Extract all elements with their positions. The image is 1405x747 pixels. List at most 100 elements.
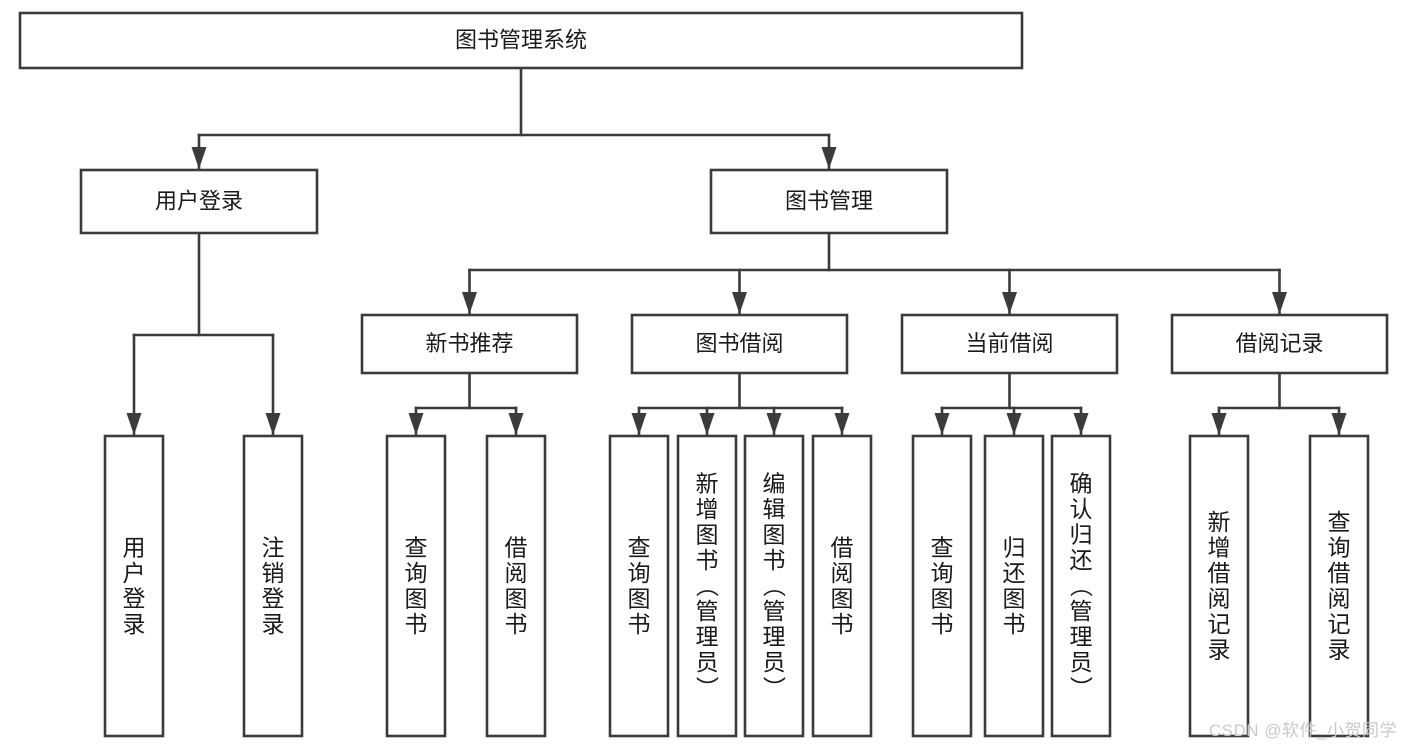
svg-text:图: 图 [763,522,786,548]
node-leaf-box-11[interactable] [1188,434,1250,738]
svg-text:借: 借 [1328,560,1351,586]
node-leaf-box-3[interactable] [485,434,547,738]
svg-text:理: 理 [763,624,786,650]
svg-text:查: 查 [931,534,954,560]
arrow-head-icon [508,413,524,435]
node-leaf-box-6[interactable] [743,434,805,738]
node-level1-box-1[interactable] [709,168,949,235]
svg-text:（: （ [694,574,720,597]
svg-text:借: 借 [1208,560,1231,586]
arrow-head-icon [1331,413,1347,435]
svg-text:（: （ [1068,574,1094,597]
node-leaf-box-7[interactable] [811,434,873,738]
svg-text:记: 记 [1328,611,1351,637]
svg-text:书: 书 [931,611,954,637]
svg-text:图: 图 [628,585,651,611]
node-leaf-box-5[interactable] [676,434,738,738]
svg-text:借: 借 [505,534,528,560]
svg-text:管: 管 [696,598,719,624]
svg-text:员: 员 [696,649,719,675]
svg-text:还: 还 [1070,547,1093,573]
node-layer: 图书管理系统用户登录图书管理新书推荐图书借阅当前借阅借阅记录用户登录注销登录查询… [18,11,1389,738]
svg-text:理: 理 [696,624,719,650]
node-leaf-box-8[interactable] [911,434,973,738]
arrow-head-icon [699,413,715,435]
node-level2-label-2: 当前借阅 [965,331,1053,356]
svg-text:阅: 阅 [1328,585,1351,611]
svg-text:辑: 辑 [763,496,786,522]
svg-text:还: 还 [1003,560,1026,586]
svg-text:）: ） [694,676,720,699]
svg-text:录: 录 [262,611,285,637]
svg-text:新: 新 [696,471,719,497]
node-leaf-box-2[interactable] [385,434,447,738]
arrow-head-icon [1272,292,1287,314]
svg-text:阅: 阅 [505,560,528,586]
svg-text:增: 增 [1208,534,1231,560]
node-level1-label-1: 图书管理 [785,188,873,213]
svg-text:记: 记 [1208,611,1231,637]
svg-text:书: 书 [763,547,786,573]
node-leaf-box-12[interactable] [1308,434,1370,738]
svg-text:新: 新 [1208,509,1231,535]
svg-text:书: 书 [696,547,719,573]
svg-text:查: 查 [628,534,651,560]
arrow-head-icon [265,413,281,435]
svg-text:询: 询 [1328,534,1351,560]
node-level1-label-0: 用户登录 [155,188,243,213]
node-level2-label-0: 新书推荐 [425,331,513,356]
node-level2-box-1[interactable] [630,313,849,375]
svg-text:书: 书 [831,611,854,637]
node-level2-box-0[interactable] [360,313,579,375]
node-level2-box-3[interactable] [1170,313,1389,375]
arrow-head-icon [934,413,950,435]
node-leaf-box-4[interactable] [608,434,670,738]
node-root-box[interactable] [18,11,1024,70]
svg-text:销: 销 [262,560,285,586]
arrow-head-icon [766,413,782,435]
arrow-head-icon [1073,413,1089,435]
svg-text:理: 理 [1070,624,1093,650]
svg-text:阅: 阅 [831,560,854,586]
arrow-head-icon [462,292,477,314]
svg-text:图: 图 [931,585,954,611]
node-leaf-box-10[interactable] [1050,434,1112,738]
node-level1-box-0[interactable] [79,168,319,235]
node-level2-label-3: 借阅记录 [1235,331,1323,356]
node-leaf-box-1[interactable] [242,434,304,738]
svg-text:确: 确 [1070,471,1093,497]
svg-text:询: 询 [931,560,954,586]
svg-text:图: 图 [696,522,719,548]
svg-text:阅: 阅 [1208,585,1231,611]
svg-text:管: 管 [763,598,786,624]
svg-text:录: 录 [1208,636,1231,662]
arrow-head-icon [1211,413,1227,435]
arrow-head-icon [408,413,424,435]
node-leaf-box-9[interactable] [983,434,1045,738]
svg-text:归: 归 [1070,522,1093,548]
svg-text:户: 户 [123,560,146,586]
svg-text:书: 书 [1003,611,1026,637]
svg-text:（: （ [761,574,787,597]
svg-text:图: 图 [831,585,854,611]
svg-text:查: 查 [1328,509,1351,535]
arrow-head-icon [631,413,647,435]
node-leaf-label-0: 用户登录 [123,534,146,637]
node-level2-box-2[interactable] [900,313,1119,375]
svg-text:注: 注 [262,534,285,560]
arrow-head-icon [126,413,142,435]
node-root-label: 图书管理系统 [455,27,587,52]
svg-text:录: 录 [123,611,146,637]
svg-text:查: 查 [405,534,428,560]
svg-text:图: 图 [505,585,528,611]
node-leaf-box-0[interactable] [103,434,165,738]
arrow-head-icon [834,413,850,435]
svg-text:员: 员 [1070,649,1093,675]
